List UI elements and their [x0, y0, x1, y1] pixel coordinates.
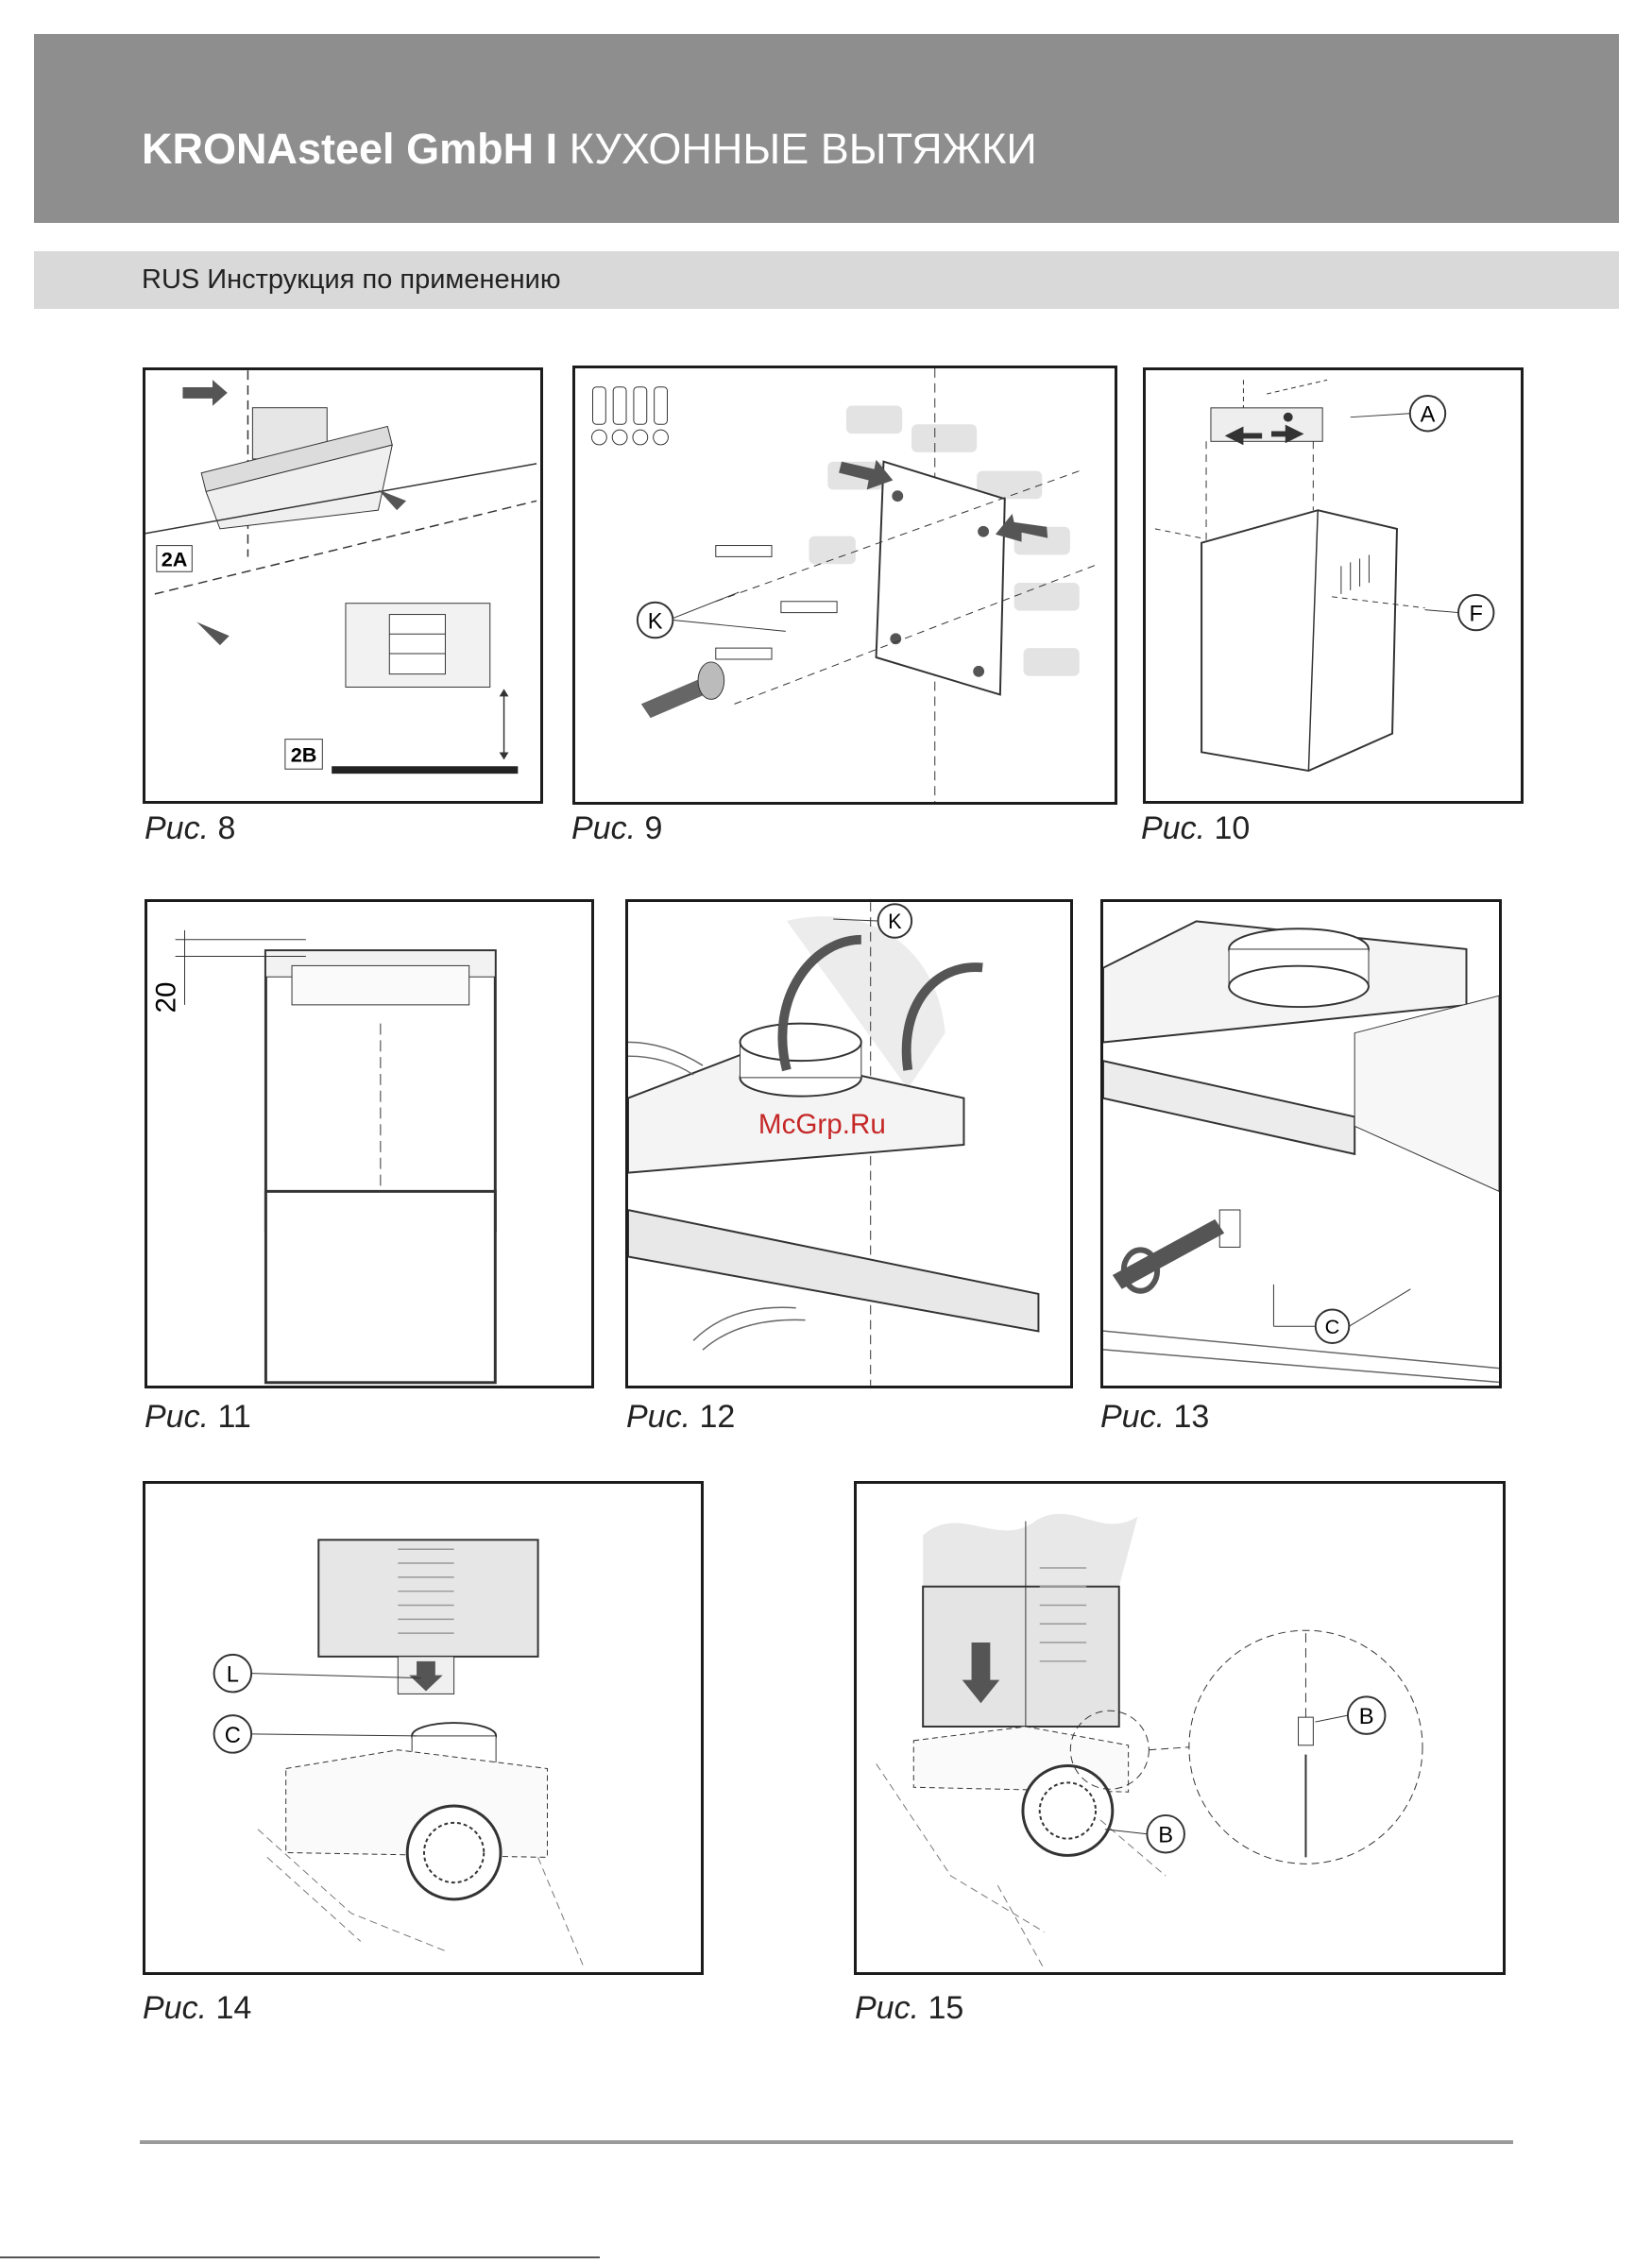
label-f: F — [1469, 602, 1482, 626]
figure-10-illustration: A F — [1146, 370, 1521, 801]
figure-15-caption: Рис. 15 — [855, 1990, 963, 2027]
figure-15-illustration: B B — [857, 1484, 1503, 1972]
figure-12-illustration: K McGrp.Ru — [628, 902, 1070, 1386]
figure-10: A F — [1143, 367, 1524, 804]
label-2a: 2A — [162, 547, 188, 570]
label-b-detail: B — [1359, 1705, 1374, 1729]
brand-name: KRONAsteel GmbH I — [142, 125, 557, 173]
figure-9-illustration: K — [575, 368, 1115, 802]
label-a: A — [1421, 403, 1436, 428]
label-k: K — [888, 910, 902, 933]
figure-13: C — [1100, 899, 1502, 1388]
figure-13-caption: Рис. 13 — [1100, 1399, 1209, 1436]
figure-11-illustration: 20 — [147, 902, 591, 1386]
label-c: C — [1325, 1315, 1340, 1338]
figure-12-caption: Рис. 12 — [626, 1399, 735, 1436]
section-bar: RUS Инструкция по применению — [34, 251, 1619, 309]
dimension-label: 20 — [151, 982, 182, 1013]
figure-11-caption: Рис. 11 — [145, 1399, 251, 1436]
footer-divider — [140, 2140, 1513, 2144]
figure-10-caption: Рис. 10 — [1141, 810, 1250, 847]
page-header: KRONAsteel GmbH I КУХОННЫЕ ВЫТЯЖКИ — [34, 34, 1619, 223]
figure-12: K McGrp.Ru — [625, 899, 1073, 1388]
figure-8-illustration: 2A 2B — [145, 370, 540, 801]
figure-11: 20 — [145, 899, 594, 1388]
figure-15: B B — [854, 1481, 1506, 1975]
section-title: RUS Инструкция по применению — [142, 264, 561, 296]
page-title: KRONAsteel GmbH I КУХОННЫЕ ВЫТЯЖКИ — [142, 125, 1037, 174]
figure-9: K — [572, 366, 1117, 805]
bottom-edge-line — [0, 2256, 600, 2258]
figure-14-illustration: L C — [145, 1484, 701, 1972]
figure-8: 2A 2B — [143, 367, 543, 804]
product-category: КУХОННЫЕ ВЫТЯЖКИ — [570, 125, 1037, 173]
watermark: McGrp.Ru — [758, 1109, 886, 1140]
label-b: B — [1158, 1824, 1173, 1848]
figure-14: L C — [143, 1481, 704, 1975]
figure-13-illustration: C — [1103, 902, 1499, 1386]
figure-8-caption: Рис. 8 — [145, 810, 235, 847]
figure-9-caption: Рис. 9 — [571, 810, 662, 847]
label-2b: 2B — [291, 742, 317, 766]
label-c: C — [225, 1724, 241, 1748]
label-k: K — [648, 609, 663, 634]
label-l: L — [227, 1663, 239, 1688]
figure-14-caption: Рис. 14 — [143, 1990, 251, 2027]
